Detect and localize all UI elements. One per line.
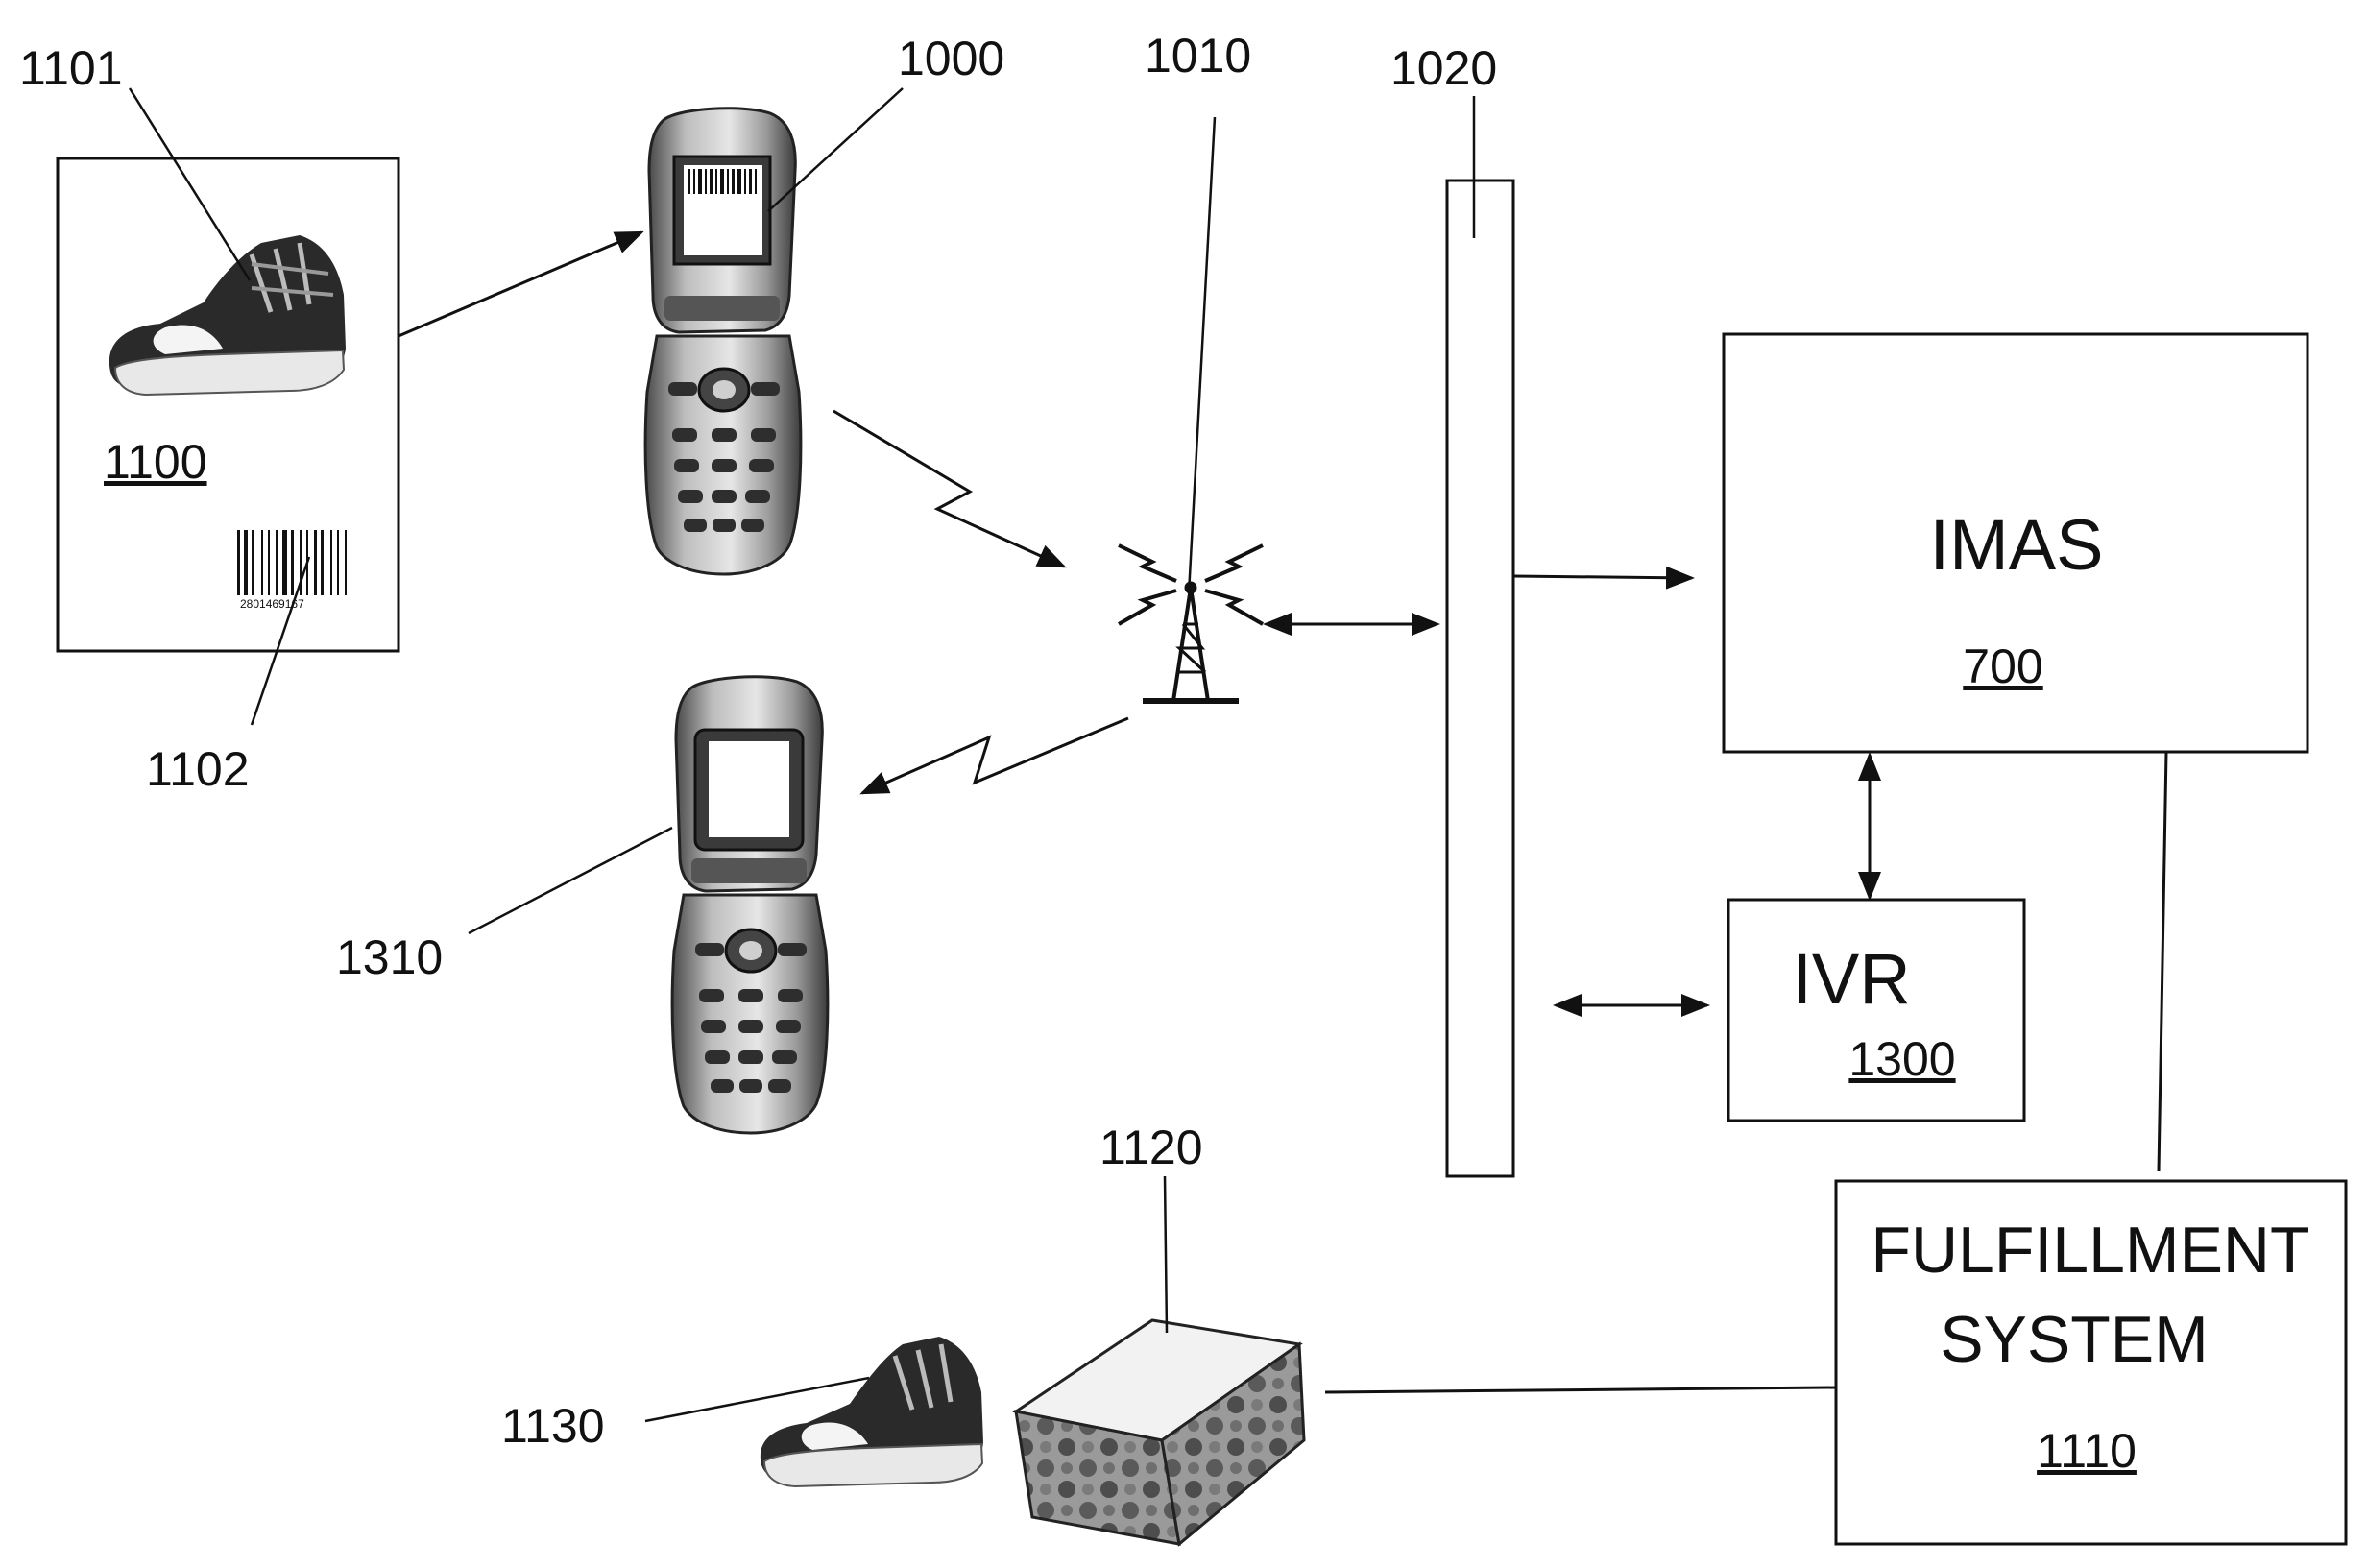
barcode-bar [330,530,332,595]
arrow-card-to-phone [399,232,641,336]
fulfillment-line2: SYSTEM [1940,1303,2209,1376]
barcode-bar [276,530,278,595]
ref-1102: 1102 [146,742,250,796]
barcode-bar [268,530,270,595]
ref-1310: 1310 [336,930,443,984]
mobile-phone-callback [672,677,828,1133]
ivr-box: IVR 1300 [1728,900,2024,1121]
arrow-network-to-imas [1513,576,1692,578]
ref-1120: 1120 [1099,1121,1203,1174]
imas-box: IMAS 700 [1724,334,2307,752]
line-fulfillment-box [1325,1387,1836,1392]
mobile-phone-scanning [645,109,801,574]
barcode-bar [282,530,287,595]
imas-label: IMAS [1930,505,2104,585]
product-card: 1100 2801469167 [58,158,399,651]
network-bus [1447,181,1513,1176]
arrow-tower-to-phone [862,718,1128,793]
barcode-bar [321,530,324,595]
ref-1100: 1100 [104,435,207,489]
arrow-phone-to-tower [833,411,1064,567]
barcode-bar [237,530,240,595]
line-imas-fulfillment [2159,752,2166,1171]
ivr-number: 1300 [1848,1032,1955,1086]
barcode-bar [314,530,317,595]
barcode-bar [244,530,248,595]
imas-number: 700 [1963,639,2042,693]
ref-1130: 1130 [501,1399,605,1453]
fulfillment-box: FULFILLMENT SYSTEM 1110 [1836,1181,2346,1544]
barcode-bar [252,530,254,595]
delivered-sneaker-image [761,1337,983,1486]
barcode-bar [337,530,339,595]
barcode-bar [291,530,294,595]
shipping-box-icon [1016,1320,1304,1544]
ref-1010: 1010 [1145,29,1251,83]
ref-1020: 1020 [1390,41,1497,95]
barcode-bar [261,530,263,595]
ref-1101: 1101 [19,41,123,95]
fulfillment-number: 1110 [2037,1424,2137,1478]
fulfillment-line1: FULFILLMENT [1871,1214,2309,1287]
ref-1000: 1000 [898,32,1004,85]
barcode-bar [345,530,347,595]
ivr-label: IVR [1792,939,1910,1019]
